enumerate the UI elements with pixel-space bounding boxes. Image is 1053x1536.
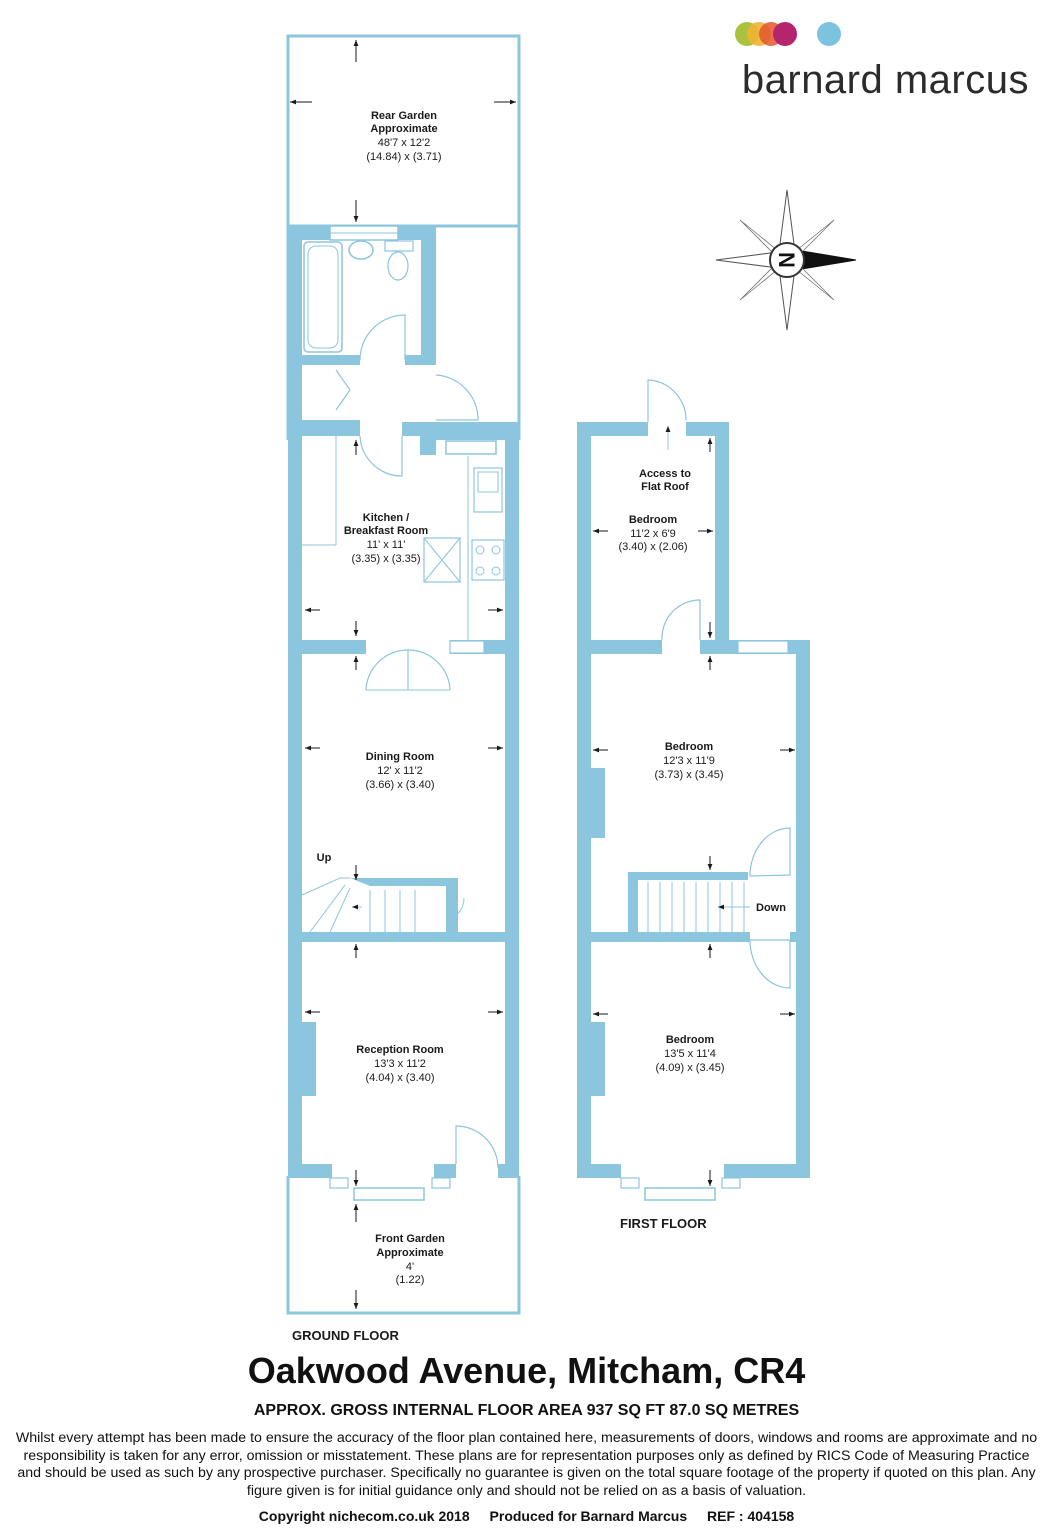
stairs-up-label: Up: [317, 852, 332, 864]
bedroom-rear-name: Bedroom: [629, 514, 678, 526]
disclaimer: Whilst every attempt has been made to en…: [15, 1430, 1038, 1499]
dimension-arrows: [593, 426, 795, 1186]
first-floor-label: FIRST FLOOR: [620, 1216, 707, 1231]
bay-window: [353, 1187, 425, 1201]
door-swing: [661, 599, 701, 641]
brand-logo-dots: [735, 22, 841, 46]
bedroom-front-name: Bedroom: [666, 1034, 715, 1046]
reception-name: Reception Room: [356, 1044, 444, 1056]
bedroom-front-metric: (4.09) x (3.45): [655, 1062, 724, 1074]
dining-imperial: 12' x 11'2: [377, 765, 423, 777]
stairs: [647, 882, 745, 932]
door-swing: [435, 374, 479, 421]
property-address: Oakwood Avenue, Mitcham, CR4: [247, 1350, 806, 1391]
rear-garden-name: Rear Garden: [371, 110, 437, 122]
door-swing: [359, 314, 406, 361]
front-garden-imperial: 4': [406, 1261, 414, 1273]
window: [737, 640, 789, 654]
ground-floor-label: GROUND FLOOR: [292, 1328, 399, 1340]
front-garden-metric: (1.22): [396, 1274, 425, 1286]
reception-metric: (4.04) x (3.40): [365, 1072, 434, 1084]
logo-dot: [773, 22, 797, 46]
footer: Copyright nichecom.co.uk 2018 Produced f…: [0, 1508, 1053, 1524]
compass-icon: N: [715, 189, 857, 331]
rear-garden-imperial: 48'7 x 12'2: [378, 137, 431, 149]
compass-label: N: [774, 252, 799, 268]
dining-metric: (3.66) x (3.40): [365, 779, 434, 791]
first-floor: Access to Flat Roof Bedroom 11'2 x 6'9 (…: [577, 379, 810, 1231]
bedroom-rear-imperial: 11'2 x 6'9: [630, 528, 676, 540]
ground-floor: Rear Garden Approximate 48'7 x 12'2 (14.…: [286, 34, 521, 1340]
bedroom-middle-name: Bedroom: [665, 741, 714, 753]
door-swing: [647, 379, 687, 422]
access-line-2: Flat Roof: [641, 481, 689, 493]
kitchen-wall: [288, 422, 360, 640]
dimension-arrows: [290, 40, 516, 1309]
bedroom-middle-metric: (3.73) x (3.45): [654, 769, 723, 781]
copyright: Copyright nichecom.co.uk 2018: [258, 1508, 470, 1524]
front-garden-outline: [286, 1176, 521, 1315]
reception-wall: [288, 942, 302, 1176]
rear-garden-metric: (14.84) x (3.71): [366, 151, 441, 163]
door-swing: [749, 827, 791, 877]
reception-imperial: 13'3 x 11'2: [374, 1058, 426, 1070]
basin: [348, 240, 374, 260]
skylight: [423, 537, 461, 583]
door-swing: [359, 435, 403, 477]
door-swing: [365, 649, 409, 691]
bedroom-rear-wall: [577, 422, 648, 640]
front-garden-note: Approximate: [376, 1247, 443, 1259]
window: [445, 440, 497, 455]
bay-window: [644, 1187, 716, 1201]
floor-area: APPROX. GROSS INTERNAL FLOOR AREA 937 SQ…: [253, 1402, 800, 1419]
door-swing: [455, 1125, 499, 1169]
floor-plan: Rear Garden Approximate 48'7 x 12'2 (14.…: [286, 34, 857, 1340]
kitchen-name-1: Kitchen /: [363, 512, 409, 524]
bath: [303, 241, 343, 353]
hob: [471, 539, 505, 581]
toilet: [384, 240, 414, 252]
kitchen-name-2: Breakfast Room: [344, 525, 429, 537]
logo-dot: [817, 22, 841, 46]
front-garden-name: Front Garden: [375, 1233, 445, 1245]
bathroom-wall: [288, 226, 436, 365]
reference: REF : 404158: [707, 1508, 795, 1524]
chimney-breast: [302, 1022, 316, 1096]
stairs-down-label: Down: [756, 902, 786, 914]
rear-garden-note: Approximate: [370, 123, 437, 135]
produced-for: Produced for Barnard Marcus: [489, 1508, 688, 1524]
bedroom-middle-imperial: 12'3 x 11'9: [663, 755, 715, 767]
bedroom-rear-metric: (3.40) x (2.06): [618, 541, 687, 553]
bedroom-middle-wall: [577, 640, 662, 932]
brand-name: barnard marcus: [741, 58, 1029, 102]
dining-name: Dining Room: [366, 751, 435, 763]
dining-wall: [288, 654, 302, 932]
kitchen-imperial: 11' x 11': [367, 539, 406, 551]
kitchen-metric: (3.35) x (3.35): [351, 553, 420, 565]
sink: [473, 467, 503, 513]
bedroom-front-imperial: 13'5 x 11'4: [664, 1048, 716, 1060]
bedroom-front-wall: [577, 942, 591, 1176]
access-line-1: Access to: [639, 468, 691, 480]
